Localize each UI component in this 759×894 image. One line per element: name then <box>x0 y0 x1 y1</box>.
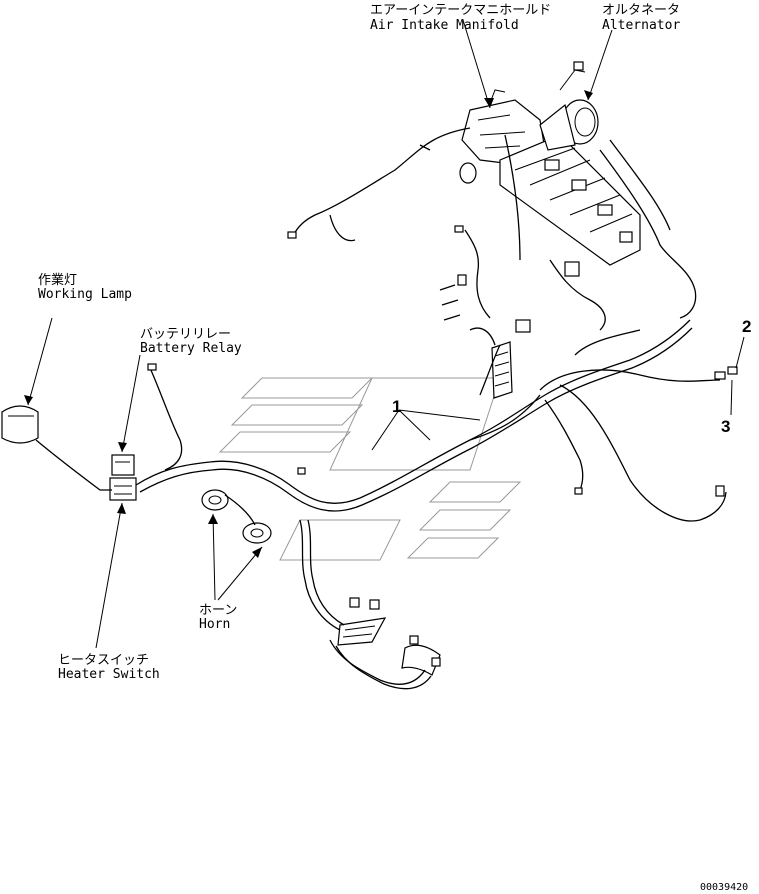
label-working-lamp-ja: 作業灯 <box>38 272 77 288</box>
connectors <box>147 61 738 667</box>
label-horn-ja: ホーン <box>199 603 237 618</box>
label-alternator-ja: オルタネータ <box>602 3 680 18</box>
harness-relay-block <box>491 341 513 399</box>
label-alternator-en: Alternator <box>602 18 680 33</box>
background-watermark <box>218 377 522 561</box>
drawing-code: 00039420 <box>700 882 748 893</box>
label-battery-relay-en: Battery Relay <box>140 341 242 356</box>
callout-3: 3 <box>721 417 730 436</box>
wiring-harness <box>35 127 727 690</box>
horn <box>201 489 272 544</box>
label-horn-en: Horn <box>199 617 230 632</box>
lower-harness-bracket <box>337 617 441 676</box>
battery-relay <box>109 454 137 501</box>
arrowheads <box>24 90 593 558</box>
engine-block <box>499 134 641 266</box>
leader-lines <box>27 19 745 649</box>
label-battery-relay-ja: バッテリリレー <box>140 327 231 342</box>
callout-2: 2 <box>742 317 751 336</box>
label-air-intake-ja: エアーインテークマニホールド <box>370 3 551 18</box>
label-heater-switch-en: Heater Switch <box>58 667 160 682</box>
working-lamp <box>1 405 39 444</box>
alternator <box>539 69 599 151</box>
label-heater-switch-ja: ヒータスイッチ <box>58 653 149 668</box>
callout-1: 1 <box>392 397 401 416</box>
label-air-intake-en: Air Intake Manifold <box>370 18 519 33</box>
label-working-lamp-en: Working Lamp <box>38 287 132 302</box>
